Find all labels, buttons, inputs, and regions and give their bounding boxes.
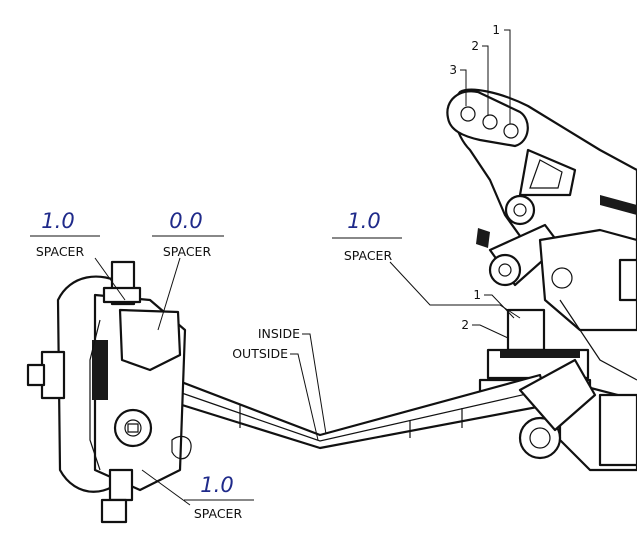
- tie-rod: [148, 358, 597, 460]
- spacer-label: SPACER: [344, 248, 393, 263]
- steering-knuckle: [26, 260, 192, 524]
- mount-hole-1-number: 1: [473, 288, 481, 302]
- bellcrank-hole-1-number: 1: [492, 23, 500, 37]
- spacer-label: SPACER: [194, 506, 243, 521]
- spacer-label: SPACER: [36, 244, 85, 259]
- mount-hole-2-number: 2: [461, 318, 469, 332]
- tie-rod-outside-label: OUTSIDE: [232, 346, 288, 361]
- bellcrank-assembly: [446, 88, 637, 381]
- spacer-callout-bottom: 1.0 SPACER: [184, 473, 254, 521]
- spacer-callout-left-top: 1.0 SPACER: [30, 209, 100, 259]
- callout-leaders: [94, 29, 521, 506]
- bellcrank-hole-2-number: 2: [471, 39, 479, 53]
- spacer-value: 1.0: [200, 473, 233, 497]
- tie-rod-inside-label: INSIDE: [258, 326, 300, 341]
- spacer-callout-right: 1.0 SPACER: [332, 209, 402, 263]
- spacer-value: 0.0: [169, 209, 202, 233]
- spacer-label: SPACER: [163, 244, 212, 259]
- spacer-callout-center-top: 0.0 SPACER: [152, 209, 224, 259]
- spacer-value: 1.0: [41, 209, 74, 233]
- spacer-value: 1.0: [347, 209, 380, 233]
- bellcrank-hole-3-number: 3: [449, 63, 457, 77]
